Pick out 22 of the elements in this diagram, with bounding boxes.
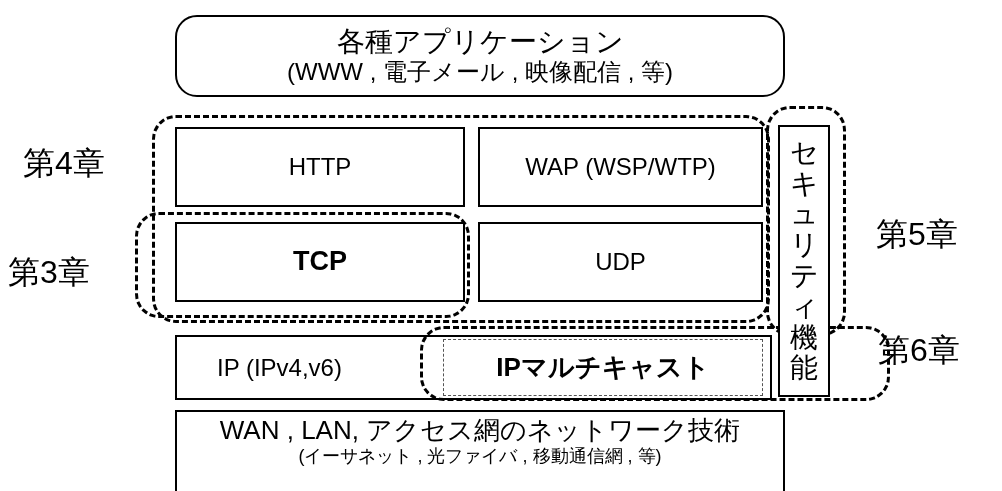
layer-label: WAN , LAN, アクセス網のネットワーク技術: [219, 416, 741, 446]
layer-label: WAP (WSP/WTP): [525, 153, 716, 181]
layer-label: IPマルチキャスト: [496, 352, 710, 383]
chapter-label: 第5章: [876, 215, 958, 254]
layer-box: [175, 222, 465, 302]
layer-box: [175, 15, 785, 97]
layer-label: HTTP: [288, 153, 352, 181]
layer-examples: (イーサネット , 光ファイバ , 移動通信網 , 等): [298, 445, 662, 467]
layer-label: UDP: [595, 248, 646, 276]
chapter-label: 第3章: [8, 253, 90, 292]
chapter-label: 第4章: [23, 144, 105, 183]
layer-box: [478, 127, 763, 207]
layer-label: セキュリティ機能: [790, 137, 818, 385]
layer-label: TCP: [293, 246, 347, 278]
dashed-box: [443, 339, 763, 396]
layer-box: [175, 127, 465, 207]
layer-label: 各種アプリケーション: [336, 26, 624, 59]
layer-box: [175, 410, 785, 491]
layer-examples: (WWW , 電子メール , 映像配信 , 等): [287, 58, 673, 86]
layer-box: [478, 222, 763, 302]
layer-label: IP (IPv4,v6): [217, 353, 342, 382]
layer-box: [778, 125, 830, 397]
